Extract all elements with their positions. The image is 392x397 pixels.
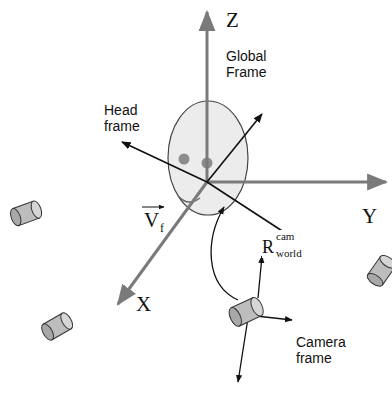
head-axis [207, 114, 262, 182]
camera-icon [227, 296, 266, 328]
global-x-axis [118, 182, 207, 304]
global-z-axis [206, 12, 209, 182]
frame-label: Camera frame [296, 334, 348, 366]
vector-symbol: V [144, 208, 159, 232]
axis-label: Z [226, 8, 239, 32]
vector-arrow [142, 207, 164, 208]
camera-axis [256, 316, 292, 320]
global-y-axis [207, 181, 386, 184]
rotation-subscript: world [276, 247, 302, 260]
head-eye [179, 154, 190, 165]
camera-axis [258, 256, 262, 298]
frame-label: Global Frame [226, 48, 286, 80]
axis-label: X [136, 292, 151, 316]
vector-subscript: f [160, 222, 164, 236]
rotation-symbol: R [262, 237, 274, 258]
camera-axis [238, 318, 248, 382]
rotation-arc [211, 207, 238, 300]
rotation-superscript: cam [276, 230, 294, 243]
camera-icon [365, 253, 392, 289]
axis-label: Y [362, 204, 377, 228]
camera-icon [8, 200, 43, 228]
frame-label: Head frame [104, 102, 152, 134]
head-axis [122, 142, 207, 182]
camera-icon [39, 311, 75, 342]
